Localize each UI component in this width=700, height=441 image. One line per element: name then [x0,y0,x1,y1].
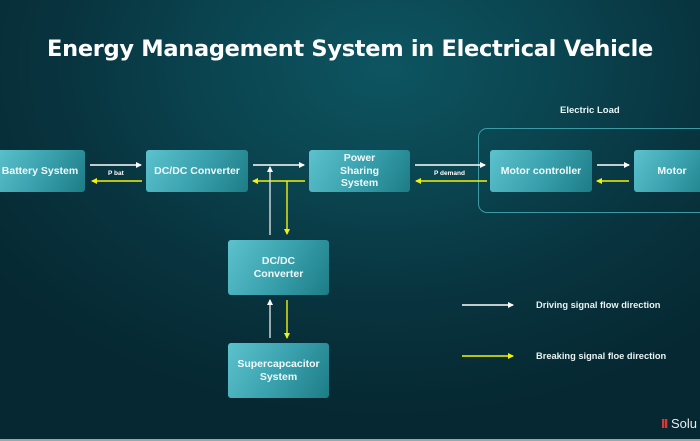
motor-controller-block: Motor controller [490,150,592,192]
electric-load-group [478,128,700,213]
dcdc-converter-main-label: DC/DC Converter [154,164,240,177]
battery-system-block: Battery System [0,150,85,192]
brand-logo-icon [662,419,668,428]
supercapacitor-block: Supercapcacitor System [228,343,329,398]
power-sharing-block: Power Sharing System [309,150,410,192]
p-bat-label: P bat [108,170,124,177]
power-sharing-label: Power Sharing System [339,152,380,190]
p-demand-label: P demand [434,170,465,177]
battery-system-label: Battery System [1,164,79,177]
dcdc-converter-sub-label: DC/DC Converter [253,255,304,280]
dcdc-converter-sub-block: DC/DC Converter [228,240,329,295]
electric-load-label: Electric Load [560,105,620,116]
page-title: Energy Management System in Electrical V… [47,36,653,62]
legend-braking-label: Breaking signal floe direction [536,351,667,361]
motor-controller-label: Motor controller [500,164,582,177]
motor-label: Motor [657,164,687,177]
bottom-divider [0,439,700,441]
legend-driving-label: Driving signal flow direction [536,300,661,310]
supercapacitor-label: Supercapcacitor System [237,358,320,383]
motor-block: Motor [634,150,700,192]
brand-name: Solu [671,416,698,431]
dcdc-converter-main-block: DC/DC Converter [146,150,248,192]
